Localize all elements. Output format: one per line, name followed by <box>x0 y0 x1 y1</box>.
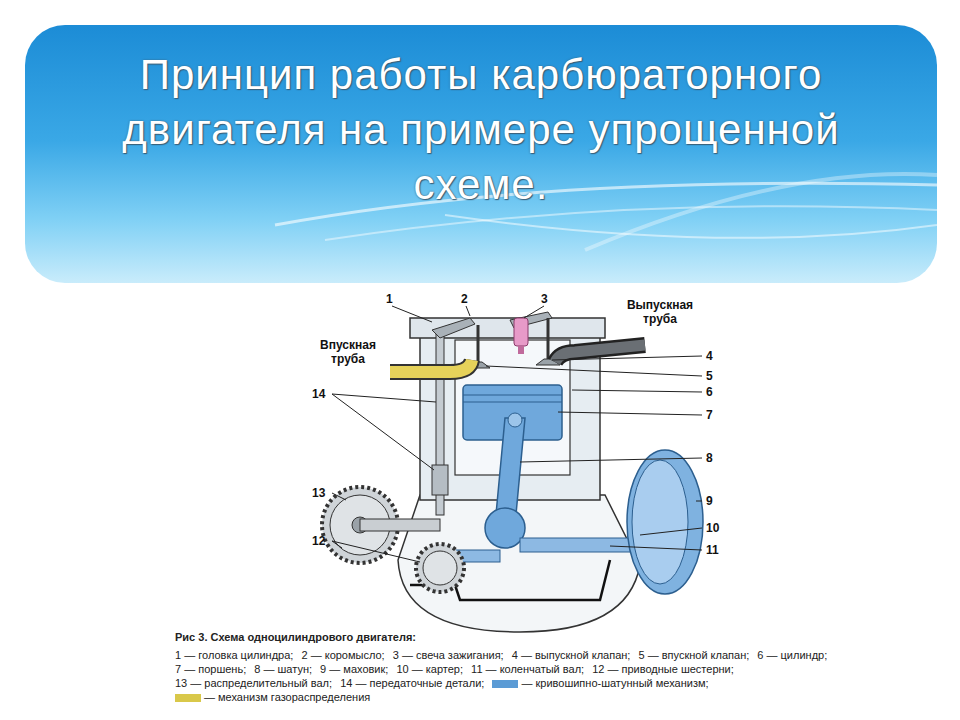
part-key-item: 8 — шатун; <box>254 663 312 675</box>
title-banner: Принцип работы карбюраторного двигателя … <box>25 25 937 283</box>
part-key-item: 10 — картер; <box>396 663 463 675</box>
callout-number: 9 <box>706 494 713 508</box>
callout-number: 8 <box>706 451 713 465</box>
part-key-item: 1 — головка цилиндра; <box>175 649 293 661</box>
legend-text: — механизм газораспределения <box>204 691 370 703</box>
part-key-item: 11 — коленчатый вал; <box>471 663 584 675</box>
callout-number: 2 <box>461 292 468 306</box>
caption-list: 1 — головка цилиндра; 2 — коромысло; 3 —… <box>175 648 865 704</box>
part-key-item: 9 — маховик; <box>320 663 388 675</box>
callout-number: 4 <box>706 349 713 363</box>
part-key-item: 13 — распределительный вал; <box>175 677 332 689</box>
figure-caption-block: Рис 3. Схема одноцилиндрового двигателя:… <box>175 630 865 704</box>
legend-item: — кривошипно-шатунный механизм; <box>492 677 708 689</box>
part-key-item: 2 — коромысло; <box>301 649 384 661</box>
callout-number: 12 <box>312 534 325 548</box>
callout-number: 1 <box>386 292 393 306</box>
callout-number: 10 <box>706 521 719 535</box>
part-key-item: 4 — выпускной клапан; <box>512 649 631 661</box>
figure-caption: Рис 3. Схема одноцилиндрового двигателя: <box>175 630 865 644</box>
legend-swatch <box>492 680 518 688</box>
part-key-item: 3 — свеча зажигания; <box>393 649 504 661</box>
callout-number: 7 <box>706 408 713 422</box>
part-key-item: 5 — впускной клапан; <box>638 649 749 661</box>
slide-title: Принцип работы карбюраторного двигателя … <box>71 47 891 212</box>
part-key-item: 6 — цилиндр; <box>757 649 827 661</box>
callout-number: 3 <box>541 292 548 306</box>
part-label: Выпускная труба <box>618 298 702 326</box>
callout-number: 11 <box>706 543 719 557</box>
callout-number: 14 <box>312 387 325 401</box>
callout-number: 5 <box>706 369 713 383</box>
part-label: Впускная труба <box>310 338 386 366</box>
callout-number: 13 <box>312 486 325 500</box>
callout-number: 6 <box>706 385 713 399</box>
legend-item: — механизм газораспределения <box>175 691 370 703</box>
part-key-item: 12 — приводные шестерни; <box>592 663 734 675</box>
legend-text: — кривошипно-шатунный механизм; <box>521 677 708 689</box>
part-key-item: 7 — поршень; <box>175 663 246 675</box>
part-key-item: 14 — передаточные детали; <box>340 677 484 689</box>
legend-swatch <box>175 694 201 702</box>
